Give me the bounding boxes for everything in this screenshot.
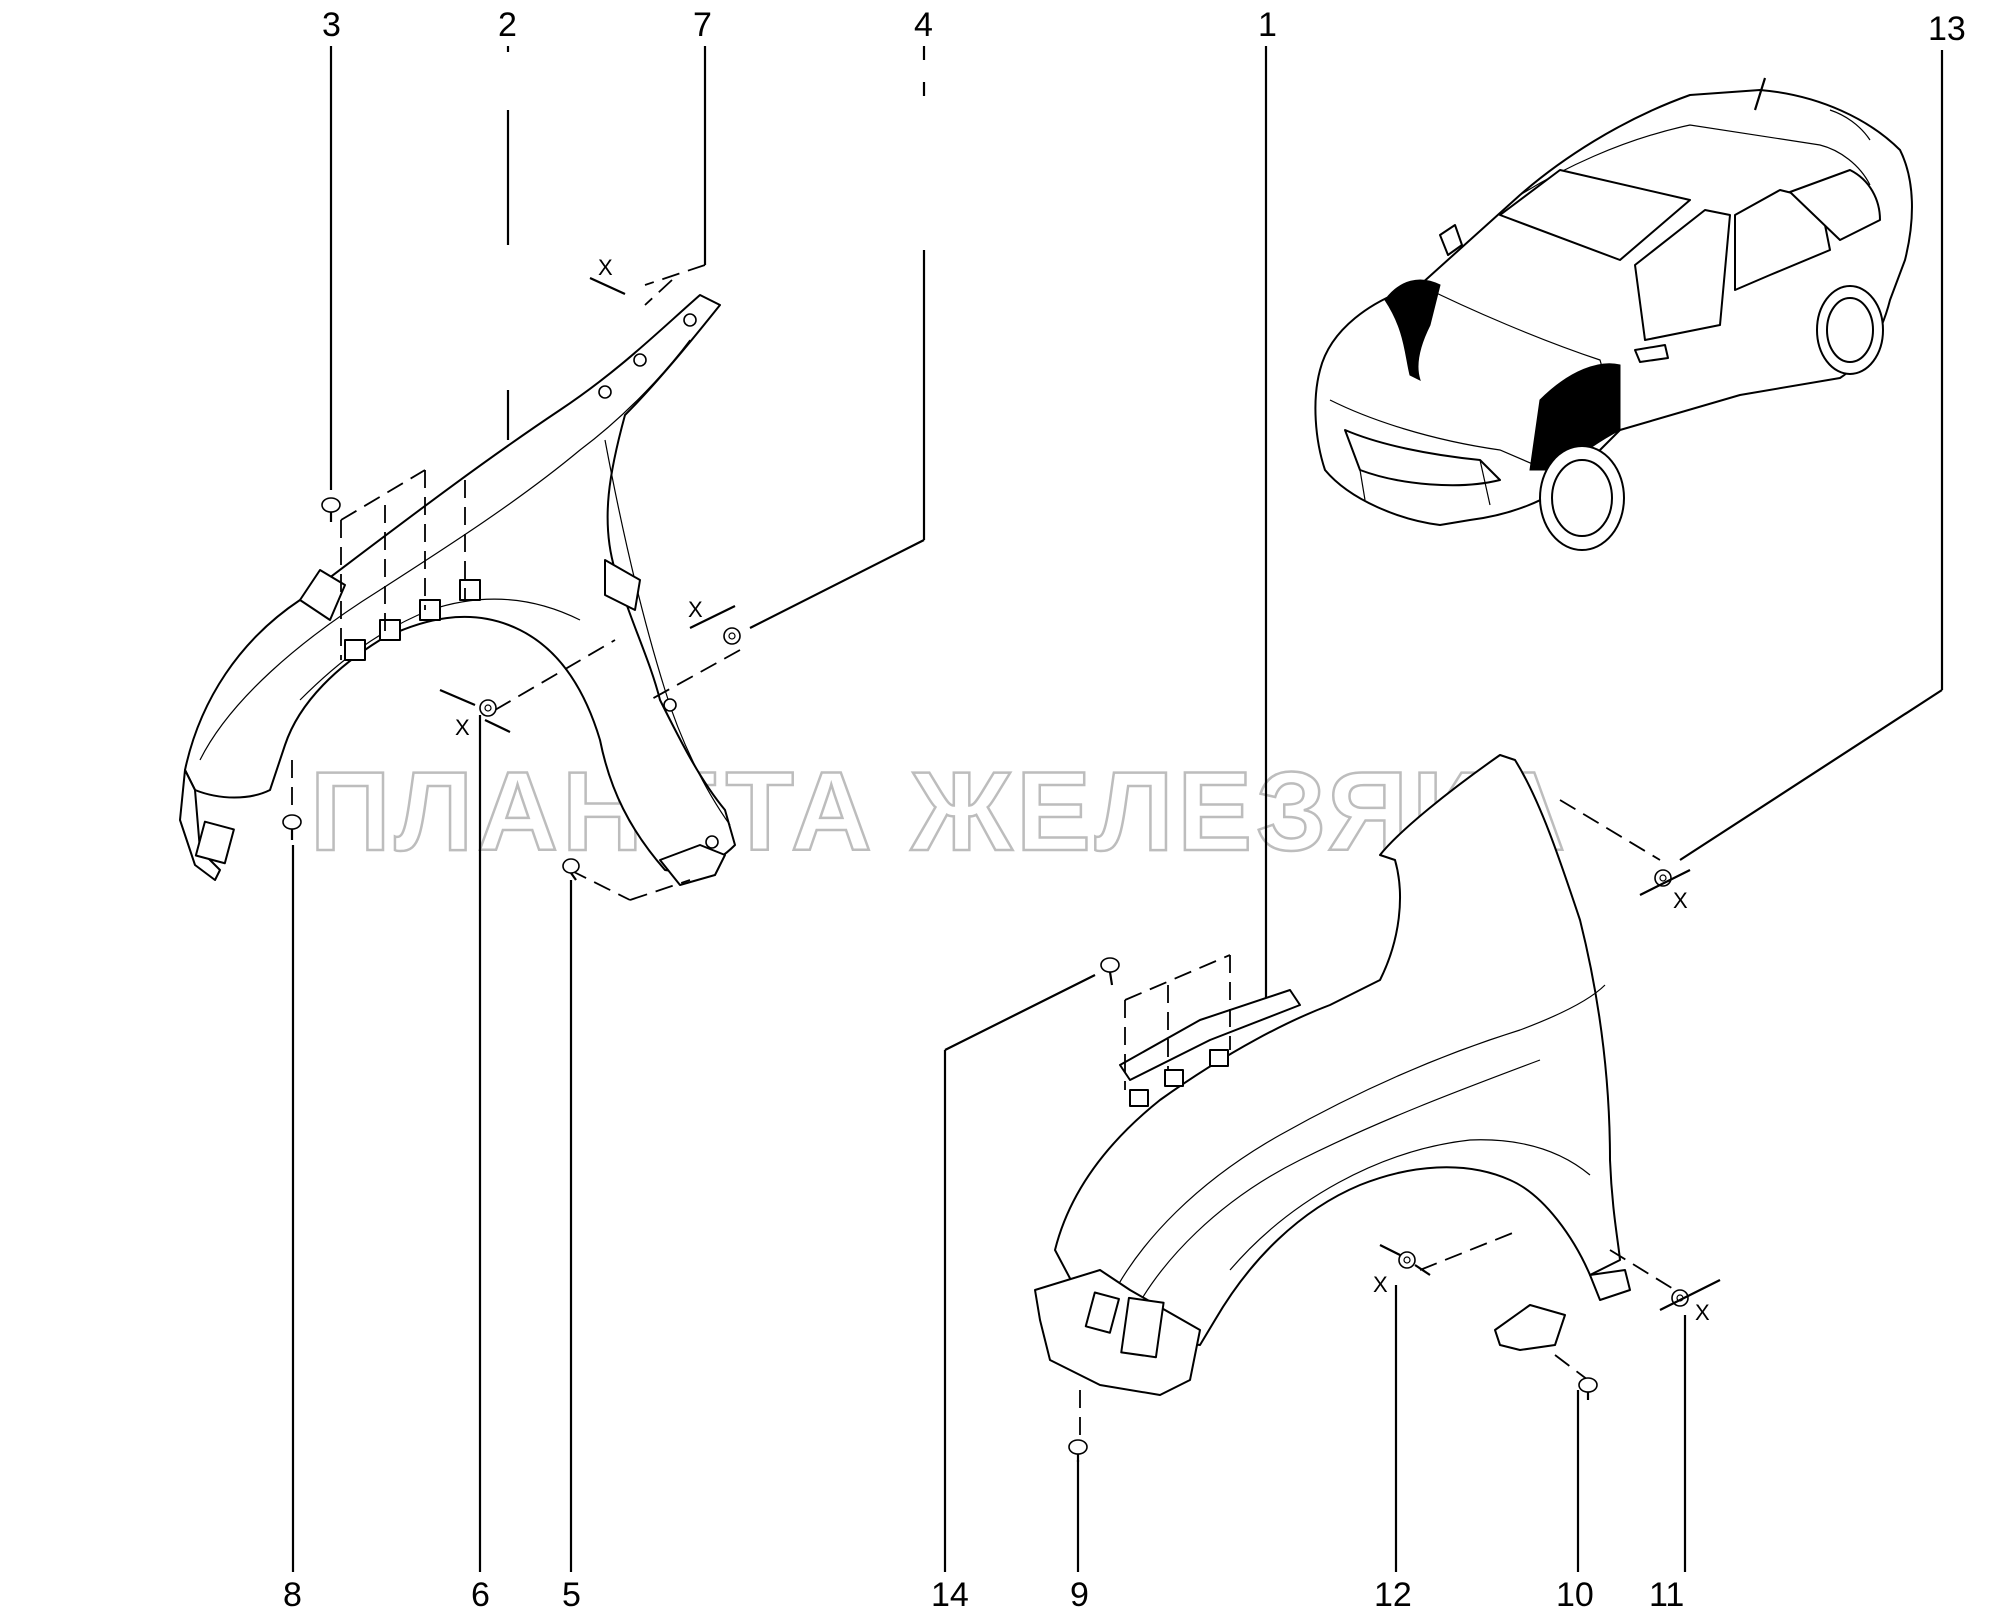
tightening-mark: X — [455, 715, 470, 740]
callout-7: 7 — [693, 6, 712, 44]
tightening-mark: X — [1673, 888, 1688, 913]
car-overview-icon — [1314, 77, 1913, 551]
mounting-guides-right — [1079, 799, 1676, 1440]
bolt-icon — [562, 858, 580, 881]
tightening-mark: X — [598, 255, 613, 280]
callout-5: 5 — [562, 1576, 581, 1614]
bolt-icon — [1068, 1439, 1088, 1462]
callout-labels: 3 2 7 4 1 13 8 6 5 14 9 12 10 11 — [283, 6, 1966, 1614]
callout-1: 1 — [1258, 6, 1277, 44]
mounting-guides-left — [291, 279, 741, 901]
callout-11: 11 — [1649, 1576, 1684, 1614]
bolt-icon — [282, 814, 302, 840]
callout-3: 3 — [322, 6, 341, 44]
callout-8: 8 — [283, 1576, 302, 1614]
tightening-mark: X — [688, 597, 703, 622]
tightening-marks-right: X X X — [1373, 869, 1721, 1325]
tightening-mark: X — [1695, 1300, 1710, 1325]
callout-10: 10 — [1556, 1576, 1594, 1614]
callout-4: 4 — [914, 6, 933, 44]
callout-9: 9 — [1070, 1576, 1089, 1614]
callout-2: 2 — [498, 6, 517, 44]
front-fender-right-part — [1034, 754, 1631, 1396]
callout-13: 13 — [1928, 10, 1966, 48]
callout-6: 6 — [471, 1576, 490, 1614]
tightening-marks-left: X X X — [439, 255, 736, 740]
callout-14: 14 — [931, 1576, 969, 1614]
nut-icon — [723, 627, 741, 645]
tightening-mark: X — [1373, 1272, 1388, 1297]
fasteners-right — [1068, 869, 1689, 1462]
bolt-icon — [1578, 1377, 1598, 1400]
nut-icon — [1398, 1251, 1416, 1269]
watermark: ПЛАНЕТА ЖЕЛЕЗЯКА — [310, 749, 1569, 874]
fasteners-left — [282, 497, 741, 881]
nut-icon — [479, 699, 497, 717]
callout-12: 12 — [1374, 1576, 1412, 1614]
clip-icon — [321, 497, 341, 522]
front-fender-left-part — [179, 294, 736, 886]
leader-lines — [291, 46, 1944, 1572]
clip-icon — [1100, 957, 1120, 986]
